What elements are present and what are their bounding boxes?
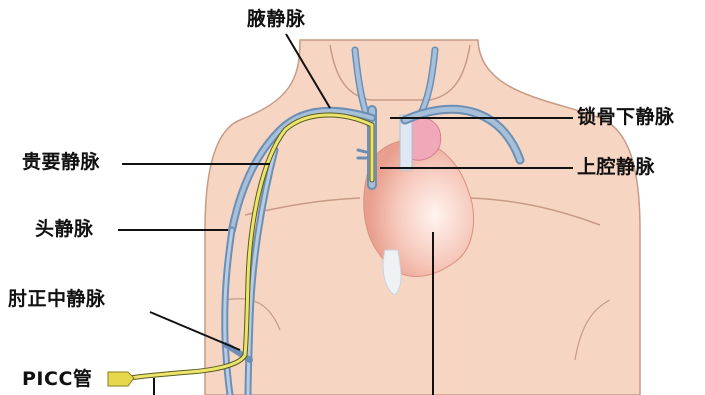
label-cephalic-vein: 头静脉 [35, 220, 94, 239]
label-axillary-vein: 腋静脉 [247, 10, 306, 29]
label-picc-tube: PICC管 [22, 370, 92, 389]
picc-hub [108, 372, 134, 386]
label-median-cubital-vein: 肘正中静脉 [8, 290, 106, 309]
label-subclavian-vein: 锁骨下静脉 [577, 108, 675, 127]
label-basilic-vein: 贵要静脉 [22, 153, 100, 172]
label-superior-vena-cava: 上腔静脉 [577, 158, 655, 177]
